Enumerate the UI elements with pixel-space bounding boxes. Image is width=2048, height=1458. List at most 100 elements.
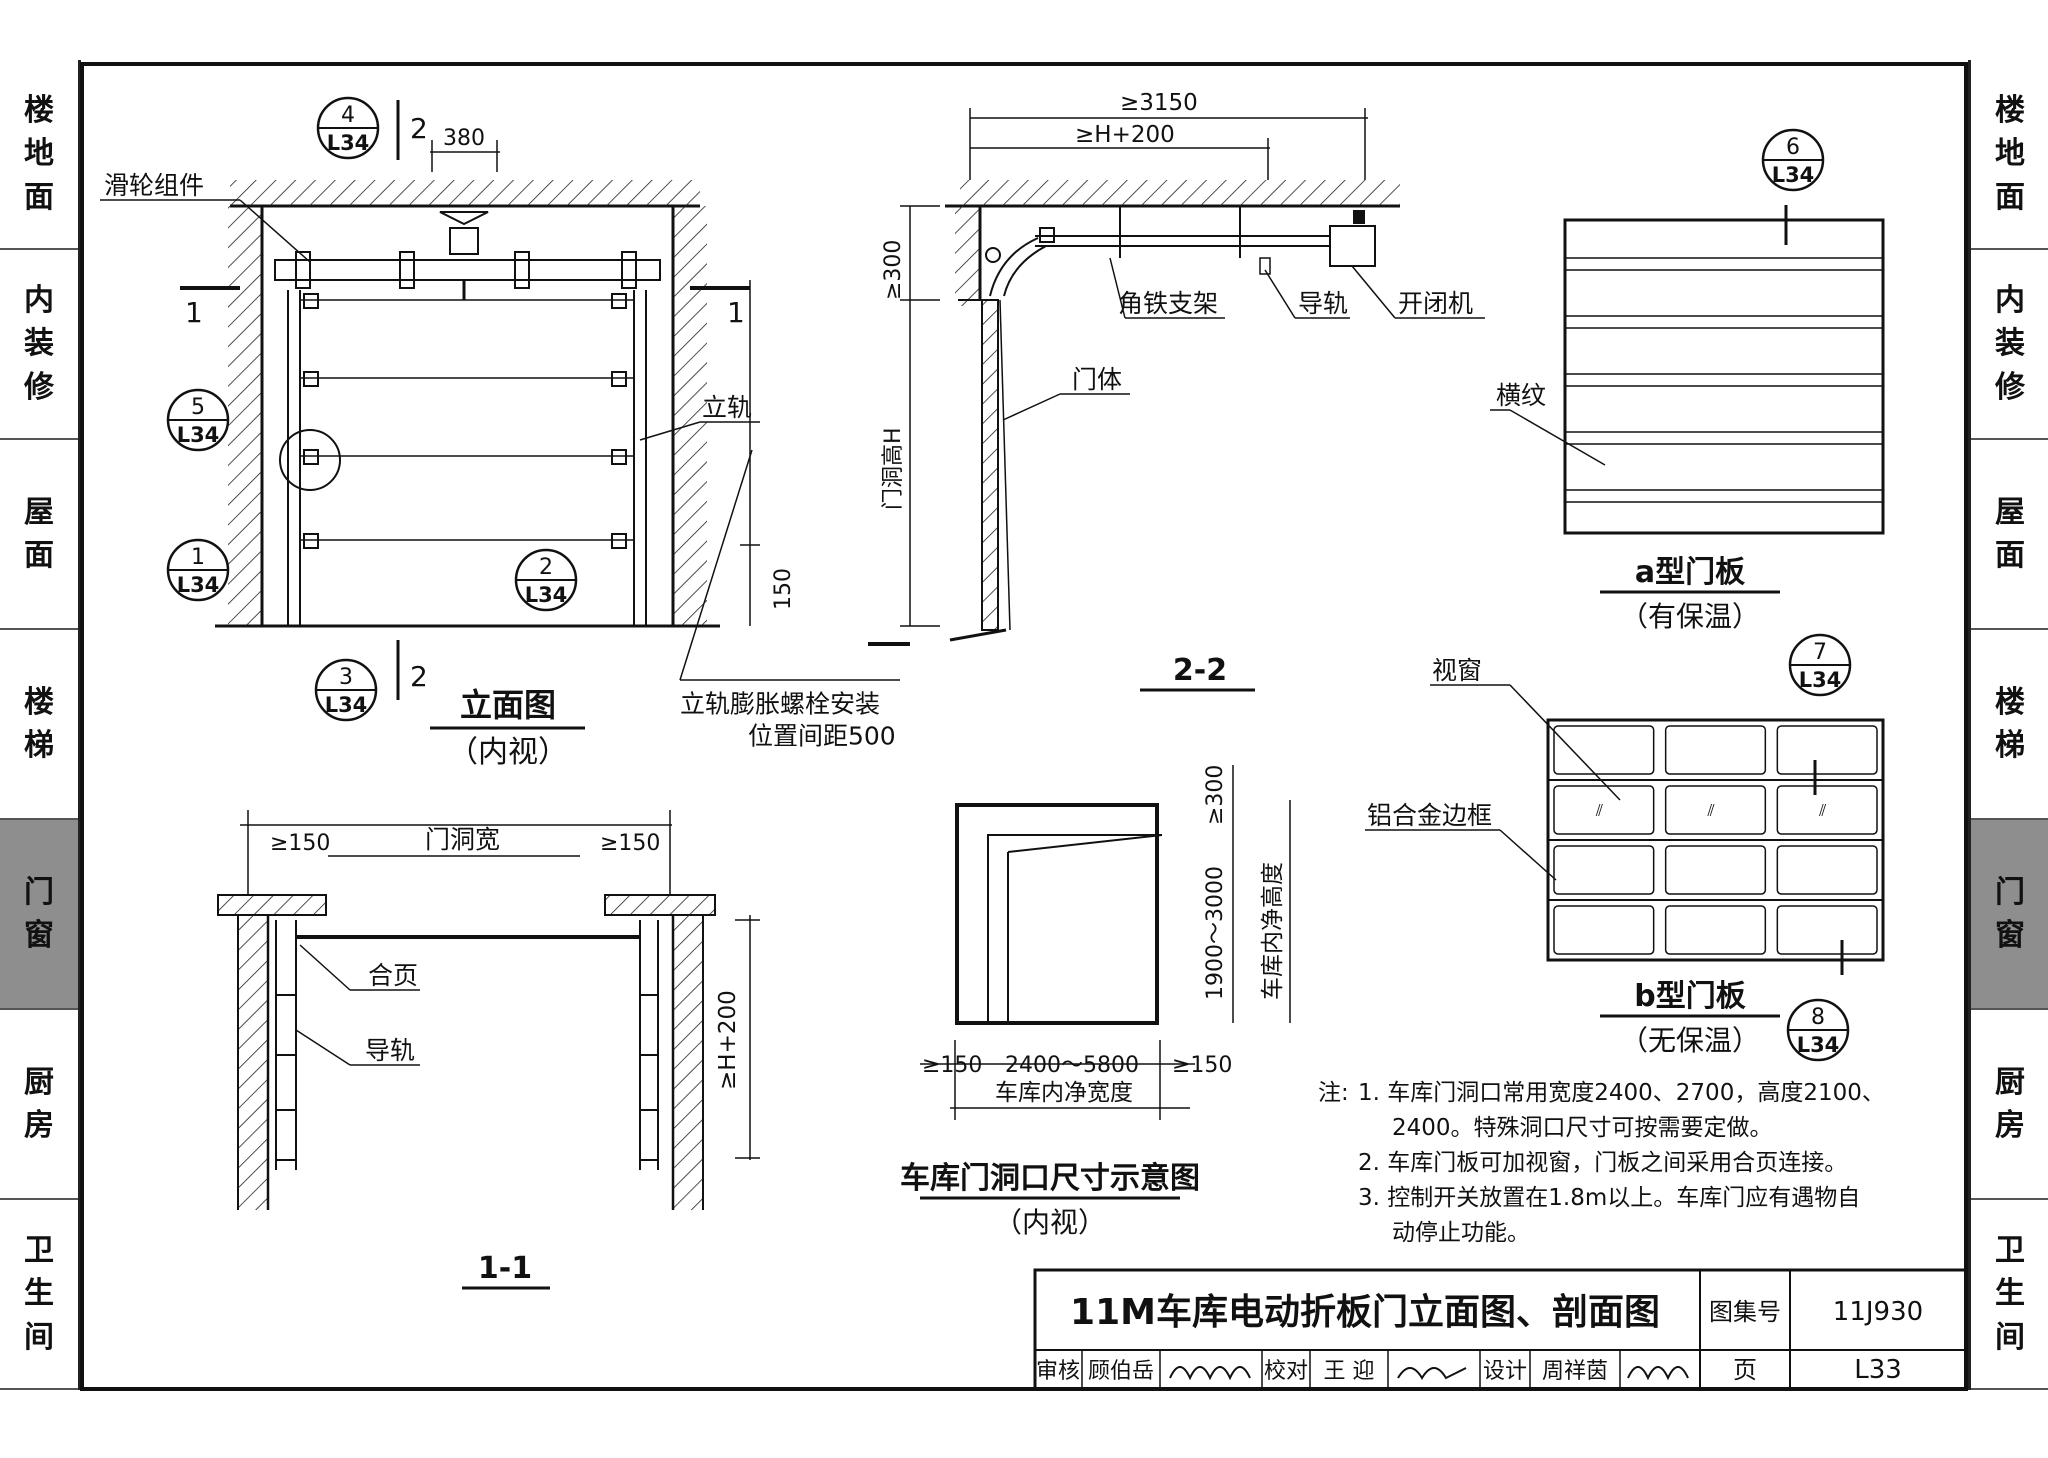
opening-title: 车库门洞口尺寸示意图	[900, 1161, 1200, 1196]
side-tab-5[interactable]: 厨房	[1971, 1010, 2048, 1200]
door-pane	[1553, 845, 1655, 895]
dim-height-range: 1900～3000	[1203, 866, 1228, 1000]
panel-a-title: a型门板	[1635, 555, 1745, 590]
panel-a-subtitle: （有保温）	[1620, 600, 1760, 633]
side-nav-left: 楼地面内装修屋面楼梯门窗厨房卫生间	[0, 60, 81, 1390]
reviewer-signature	[1169, 1366, 1251, 1381]
door-pane	[1664, 785, 1767, 835]
check-label: 校对	[1264, 1359, 1308, 1384]
label-opener: 开闭机	[1398, 289, 1473, 318]
note-line-4: 3. 控制开关放置在1.8m以上。车库门应有遇物自	[1358, 1185, 1860, 1211]
cut-label-2-top: 2	[410, 112, 428, 145]
dim-150: 150	[771, 568, 796, 610]
dim-h200-top: ≥H+200	[1075, 122, 1175, 148]
dim-300-opening: ≥300	[1203, 765, 1228, 825]
label-guide-rail: 导轨	[1298, 289, 1348, 318]
door-pane	[1664, 845, 1767, 895]
dim-150-left: ≥150	[270, 831, 330, 856]
callout-ref: L34	[327, 131, 370, 155]
side-tab-4[interactable]: 门窗	[1971, 820, 2048, 1010]
note-line-5: 动停止功能。	[1392, 1220, 1530, 1246]
label-bolt-note2: 位置间距500	[748, 721, 896, 750]
side-tab-2[interactable]: 屋面	[1971, 440, 2048, 630]
label-opening-width: 门洞宽	[425, 825, 500, 854]
cut-label-2-bottom: 2	[410, 660, 428, 693]
panel-b-subtitle: （无保温）	[1620, 1024, 1760, 1057]
callout-number: 2	[539, 555, 553, 580]
label-aluminum-frame: 铝合金边框	[1367, 801, 1492, 830]
callout-ref: L34	[177, 573, 220, 597]
atlas-label: 图集号	[1709, 1298, 1781, 1326]
label-hinge: 合页	[368, 961, 418, 990]
callout-ref: L34	[325, 693, 368, 717]
label-inner-height: 车库内净高度	[1260, 862, 1286, 1000]
side-tab-0[interactable]: 楼地面	[1971, 60, 2048, 250]
dim-width-range: 2400～5800	[1005, 1053, 1139, 1078]
callout-number: 4	[341, 103, 355, 128]
door-pane	[1776, 785, 1878, 835]
dim-150-opening-right: ≥150	[1172, 1053, 1232, 1078]
callout-ref: L34	[177, 423, 220, 447]
label-inner-width: 车库内净宽度	[995, 1080, 1133, 1106]
atlas-number: 11J930	[1833, 1297, 1923, 1327]
label-bolt-note1: 立轨膨胀螺栓安装	[680, 689, 880, 718]
panel-b-title: b型门板	[1634, 979, 1745, 1014]
label-viewing-window: 视窗	[1432, 656, 1482, 685]
glass-mark: ⫽	[1707, 801, 1715, 820]
section-1-1-title: 1-1	[478, 1251, 532, 1286]
page-label: 页	[1733, 1356, 1757, 1384]
callout-ref: L34	[1772, 163, 1815, 187]
callout-number: 7	[1813, 640, 1827, 665]
cut-label-1-right: 1	[727, 296, 745, 329]
dim-150-opening-left: ≥150	[922, 1053, 982, 1078]
door-pane	[1553, 725, 1655, 775]
side-tab-0[interactable]: 楼地面	[0, 60, 78, 250]
callout-number: 3	[339, 665, 353, 690]
section-2-2: ≥3150 ≥H+200 ≥300 门洞高H 角铁支架 导轨 开闭机 门体 2-…	[868, 90, 1485, 692]
dim-3150: ≥3150	[1120, 90, 1198, 116]
label-door-body: 门体	[1072, 365, 1122, 394]
side-tab-6[interactable]: 卫生间	[0, 1200, 78, 1390]
side-tab-1[interactable]: 内装修	[0, 250, 78, 440]
callout-ref: L34	[525, 583, 568, 607]
label-rail: 立轨	[702, 393, 752, 422]
opening-size-diagram: ≥300 1900～3000 车库内净高度 ≥150 2400～5800 ≥15…	[900, 765, 1291, 1239]
callout-ref: L34	[1797, 1033, 1840, 1057]
side-tab-2[interactable]: 屋面	[0, 440, 78, 630]
side-tab-3[interactable]: 楼梯	[0, 630, 78, 820]
notes-block: 注: 1. 车库门洞口常用宽度2400、2700，高度2100、 2400。特殊…	[1318, 1080, 1885, 1246]
notes-prefix: 注:	[1318, 1080, 1349, 1106]
dim-380: 380	[443, 126, 485, 151]
section-2-2-title: 2-2	[1173, 653, 1227, 688]
label-stripes: 横纹	[1496, 381, 1546, 410]
panel-a: 横纹 a型门板 （有保温）	[1490, 205, 1885, 633]
side-tab-3[interactable]: 楼梯	[1971, 630, 2048, 820]
side-nav-right: 楼地面内装修屋面楼梯门窗厨房卫生间	[1968, 60, 2048, 1390]
sheet-border	[80, 62, 1968, 1391]
glass-mark: ⫽	[1818, 801, 1826, 820]
designer-name: 周祥茵	[1542, 1359, 1608, 1384]
review-label: 审核	[1036, 1359, 1080, 1384]
note-line-2: 2400。特殊洞口尺寸可按需要定做。	[1392, 1115, 1773, 1141]
elevation-subtitle: （内视）	[448, 735, 568, 770]
door-pane	[1664, 725, 1767, 775]
side-tab-4[interactable]: 门窗	[0, 820, 78, 1010]
cut-label-1-left: 1	[185, 296, 203, 329]
door-pane	[1776, 725, 1878, 775]
side-tab-6[interactable]: 卫生间	[1971, 1200, 2048, 1390]
side-tab-5[interactable]: 厨房	[0, 1010, 78, 1200]
side-tab-1[interactable]: 内装修	[1971, 250, 2048, 440]
callout-number: 8	[1811, 1005, 1825, 1030]
callout-ref: L34	[1799, 668, 1842, 692]
dim-h200-side: ≥H+200	[715, 990, 741, 1090]
door-pane	[1776, 845, 1878, 895]
door-pane	[1664, 905, 1767, 955]
callout-number: 1	[191, 545, 205, 570]
